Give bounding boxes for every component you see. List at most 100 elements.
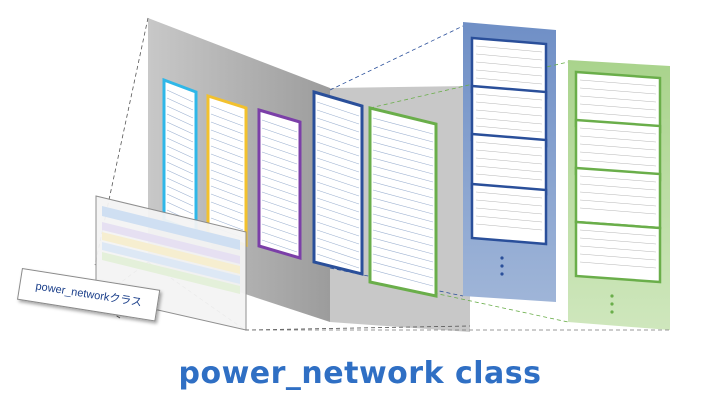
table-row-line xyxy=(166,153,194,167)
table-row-line xyxy=(261,135,298,149)
card-row-line xyxy=(579,127,657,135)
card-row-line xyxy=(579,135,657,143)
table-row-line xyxy=(261,215,298,229)
card-row-line xyxy=(475,149,543,157)
card-row-line xyxy=(475,141,543,149)
table-row-line xyxy=(210,169,244,183)
card-rows xyxy=(475,45,657,269)
card-row-line xyxy=(579,237,657,245)
table-row-line xyxy=(210,145,244,159)
table-row-line xyxy=(316,133,360,149)
table-row-line xyxy=(316,237,360,253)
table-row-line xyxy=(372,269,434,287)
table-row-line xyxy=(261,119,298,133)
table-row-line xyxy=(210,137,244,151)
card-row-line xyxy=(475,207,543,215)
card-row-line xyxy=(475,165,543,173)
table-row-line xyxy=(316,109,360,125)
card-row-line xyxy=(579,245,657,253)
card-row-line xyxy=(579,95,657,103)
table-row-line xyxy=(372,141,434,159)
table-row-line xyxy=(372,253,434,271)
table-row-line xyxy=(261,151,298,165)
card-row-line xyxy=(579,199,657,207)
table-row-line xyxy=(166,201,194,215)
table-row-line xyxy=(372,213,434,231)
table-row-line xyxy=(166,121,194,135)
table-row-line xyxy=(372,149,434,167)
table-row-line xyxy=(372,221,434,239)
card-row-line xyxy=(579,207,657,215)
table-row-line xyxy=(372,157,434,175)
table-row-line xyxy=(372,117,434,135)
table-row-line xyxy=(166,113,194,127)
table-row-line xyxy=(316,165,360,181)
table-row-line xyxy=(210,129,244,143)
table-row-line xyxy=(316,125,360,141)
table-row-line xyxy=(166,185,194,199)
table-row-line xyxy=(210,177,244,191)
table-row-line xyxy=(316,253,360,269)
table-row-line xyxy=(166,193,194,207)
table-row-line xyxy=(316,181,360,197)
cyan-table xyxy=(162,77,198,235)
card-row-line xyxy=(475,215,543,223)
green-column-ellipsis xyxy=(610,294,614,314)
table-row-line xyxy=(261,175,298,189)
table-row-line xyxy=(166,169,194,183)
table-row-line xyxy=(372,197,434,215)
table-row-line xyxy=(372,261,434,279)
table-row-line xyxy=(372,181,434,199)
table-row-line xyxy=(210,217,244,231)
table-row-line xyxy=(372,237,434,255)
card-row-line xyxy=(475,69,543,77)
table-row-line xyxy=(261,159,298,173)
card-row-line xyxy=(475,223,543,231)
table-row-line xyxy=(372,205,434,223)
table-row-line xyxy=(316,101,360,117)
blue-cards xyxy=(470,36,548,246)
table-row-line xyxy=(166,129,194,143)
table-row-line xyxy=(166,105,194,119)
card-row-line xyxy=(475,173,543,181)
card-row-line xyxy=(579,261,657,269)
navy-table xyxy=(312,90,364,276)
table-row-line xyxy=(372,189,434,207)
card-row-line xyxy=(579,191,657,199)
table-row-line xyxy=(210,161,244,175)
card-row-line xyxy=(475,93,543,101)
table-row-line xyxy=(316,229,360,245)
table-row-line xyxy=(372,229,434,247)
table-row-line xyxy=(166,161,194,175)
card-row-line xyxy=(475,191,543,199)
green-cards xyxy=(574,70,662,284)
table-row-line xyxy=(210,185,244,199)
table-row-line xyxy=(210,209,244,223)
table-row-line xyxy=(261,239,298,253)
table-row-line xyxy=(166,97,194,111)
card-row-line xyxy=(579,111,657,119)
table-row-line xyxy=(261,207,298,221)
card-row-line xyxy=(579,103,657,111)
table-row-line xyxy=(316,245,360,261)
table-rows xyxy=(166,89,434,287)
table-row-line xyxy=(210,105,244,119)
table-row-line xyxy=(316,157,360,173)
table-row-line xyxy=(210,121,244,135)
table-row-line xyxy=(316,117,360,133)
table-row-line xyxy=(316,213,360,229)
table-row-line xyxy=(261,223,298,237)
card-row-line xyxy=(579,87,657,95)
table-row-line xyxy=(261,167,298,181)
table-row-line xyxy=(210,113,244,127)
table-row-line xyxy=(261,231,298,245)
table-row-line xyxy=(261,127,298,141)
table-row-line xyxy=(261,143,298,157)
table-row-line xyxy=(261,183,298,197)
diagram-caption: power_network class xyxy=(178,356,542,391)
table-row-line xyxy=(316,197,360,213)
table-row-line xyxy=(316,141,360,157)
table-row-line xyxy=(210,201,244,215)
table-row-line xyxy=(316,149,360,165)
card-row-line xyxy=(579,159,657,167)
